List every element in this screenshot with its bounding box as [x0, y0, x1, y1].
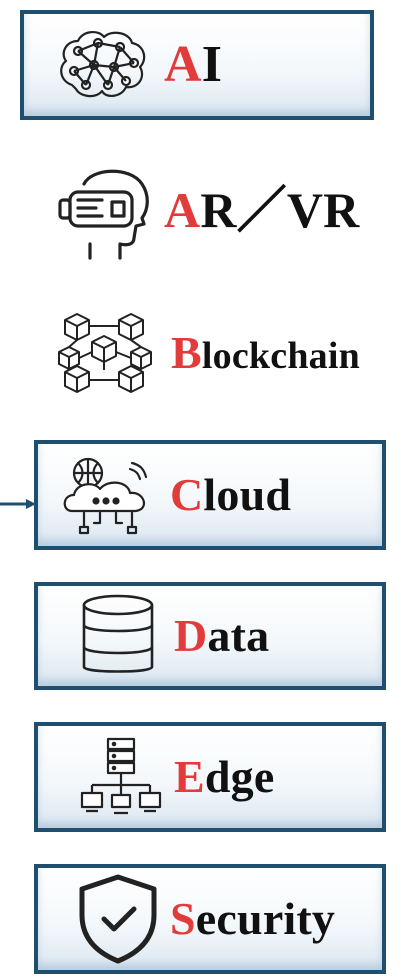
edge-card: Edge	[34, 722, 386, 832]
blockchain-label: Blockchain	[171, 326, 360, 378]
edge-network-icon	[78, 735, 164, 819]
ai-card: AI	[20, 10, 374, 120]
vr-headset-icon	[50, 158, 154, 262]
cloud-label: Cloud	[170, 469, 292, 520]
cloud-computing-icon	[58, 453, 158, 537]
shield-check-icon	[76, 873, 160, 965]
arvr-item: AR／VR	[50, 150, 411, 270]
arvr-label: AR／VR	[164, 182, 360, 238]
security-label: Security	[170, 893, 336, 944]
blockchain-item: Blockchain	[55, 300, 411, 405]
security-card: Security	[34, 864, 386, 974]
database-icon	[78, 593, 158, 679]
brain-network-icon	[54, 27, 150, 103]
cloud-card: Cloud	[34, 440, 386, 550]
connector-line	[0, 499, 36, 509]
edge-label: Edge	[174, 751, 275, 802]
ai-label: AI	[164, 36, 223, 93]
blockchain-cubes-icon	[55, 308, 155, 398]
data-card: Data	[34, 582, 386, 690]
data-label: Data	[174, 610, 270, 661]
